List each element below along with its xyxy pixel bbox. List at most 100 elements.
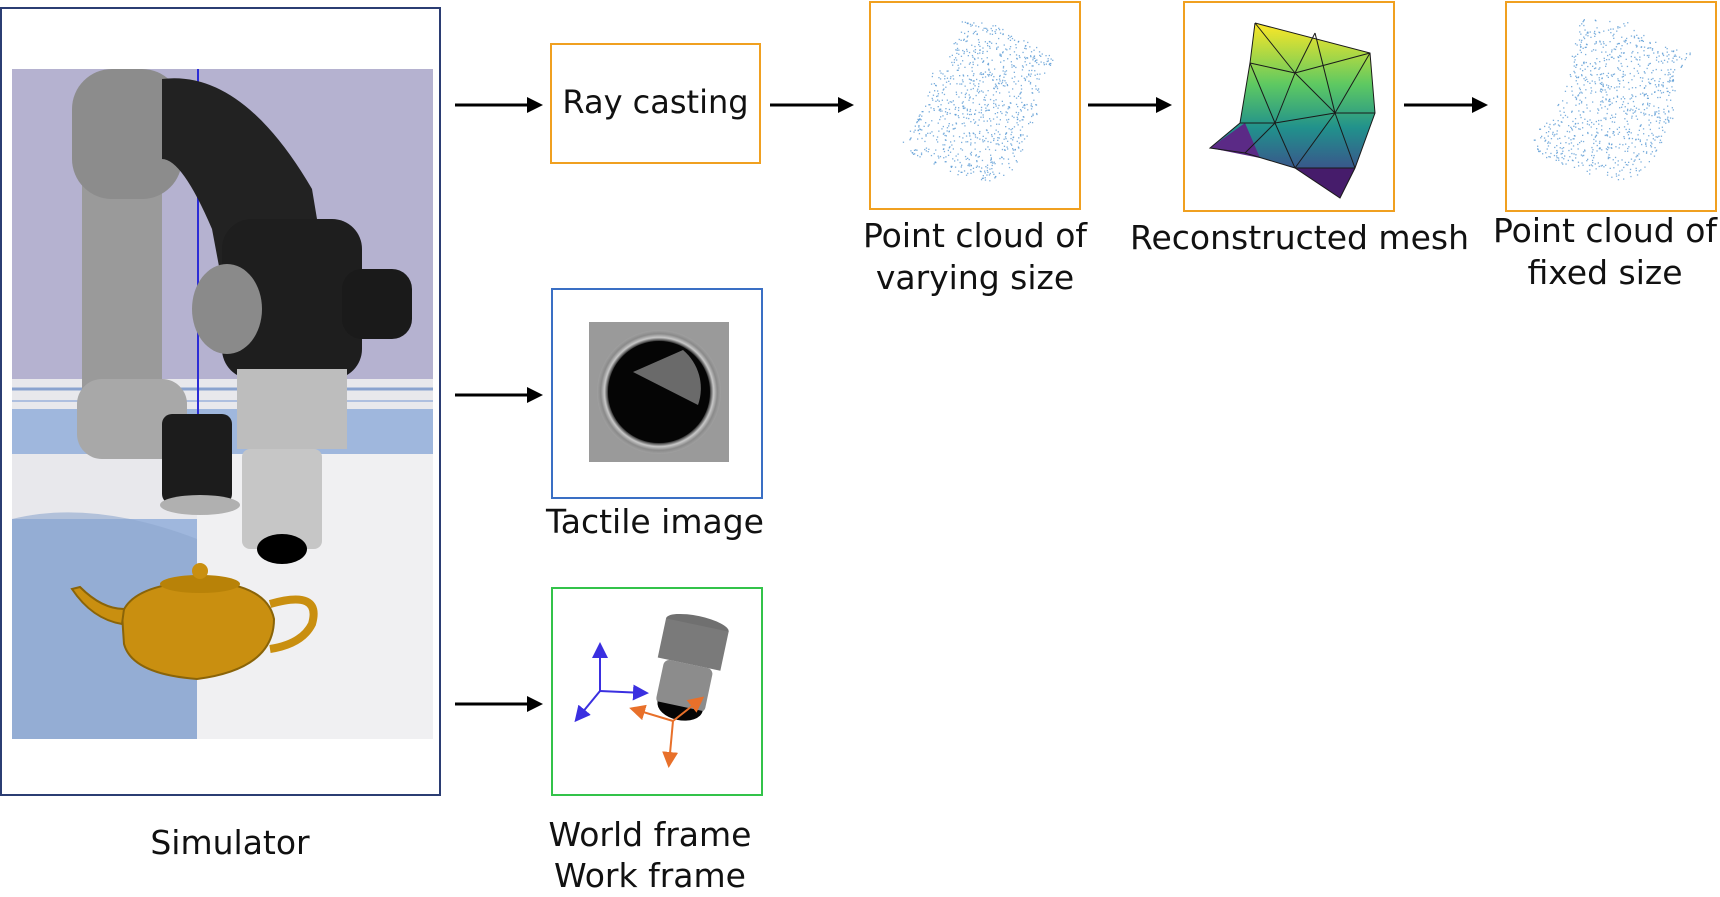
point-cloud-dot	[939, 118, 941, 121]
point-cloud-dot	[993, 161, 995, 163]
point-cloud-dot	[1659, 139, 1662, 141]
point-cloud-dot	[1000, 55, 1002, 57]
point-cloud-dot	[1012, 152, 1014, 154]
point-cloud-dot	[1583, 24, 1585, 27]
point-cloud-dot	[1633, 105, 1635, 107]
point-cloud-dot	[917, 154, 919, 157]
point-cloud-dot	[954, 113, 956, 116]
point-cloud-dot	[994, 83, 997, 85]
point-cloud-dot	[1036, 59, 1038, 61]
point-cloud-dot	[1684, 58, 1686, 61]
point-cloud-dot	[957, 153, 959, 155]
point-cloud-dot	[1004, 149, 1006, 151]
point-cloud-dot	[954, 127, 956, 129]
point-cloud-dot	[1654, 84, 1657, 86]
point-cloud-dot	[986, 169, 988, 172]
point-cloud-dot	[1009, 46, 1012, 48]
point-cloud-dot	[1642, 77, 1644, 79]
point-cloud-dot	[1578, 103, 1580, 105]
point-cloud-dot	[1607, 72, 1610, 74]
point-cloud-dot	[1645, 145, 1647, 147]
point-cloud-dot	[1003, 60, 1005, 62]
point-cloud-dot	[941, 92, 943, 94]
point-cloud-dot	[1009, 39, 1012, 41]
point-cloud-dot	[1669, 79, 1671, 81]
point-cloud-dot	[1674, 90, 1676, 92]
point-cloud-dot	[1001, 112, 1003, 115]
point-cloud-dot	[954, 166, 957, 168]
point-cloud-dot	[1005, 138, 1007, 140]
point-cloud-dot	[991, 164, 993, 167]
point-cloud-dot	[1002, 65, 1005, 68]
point-cloud-dot	[1661, 52, 1664, 54]
point-cloud-dot	[986, 164, 989, 166]
point-cloud-dot	[1572, 94, 1574, 96]
point-cloud-dot	[1568, 149, 1570, 152]
point-cloud-dot	[967, 55, 969, 57]
point-cloud-dot	[965, 158, 967, 160]
point-cloud-dot	[1024, 56, 1026, 58]
point-cloud-dot	[1556, 155, 1558, 157]
point-cloud-dot	[1587, 32, 1589, 34]
point-cloud-dot	[1016, 57, 1018, 60]
simulator-scene	[12, 69, 433, 739]
point-cloud-dot	[996, 87, 999, 90]
point-cloud-dot	[1581, 162, 1583, 164]
point-cloud-dot	[1045, 63, 1047, 65]
point-cloud-dot	[1024, 79, 1026, 82]
point-cloud-dot	[1548, 131, 1550, 133]
mesh-image	[1208, 22, 1376, 199]
point-cloud-dot	[969, 97, 971, 99]
point-cloud-dot	[1007, 106, 1010, 108]
point-cloud-dot	[1593, 32, 1595, 34]
point-cloud-dot	[942, 73, 944, 75]
point-cloud-dot	[1029, 62, 1031, 64]
point-cloud-dot	[1635, 95, 1637, 98]
point-cloud-dot	[1610, 74, 1613, 76]
point-cloud-dot	[979, 45, 981, 47]
point-cloud-dot	[1601, 77, 1603, 80]
point-cloud-dot	[1022, 106, 1024, 108]
point-cloud-dot	[946, 99, 948, 101]
point-cloud-dot	[962, 74, 964, 76]
point-cloud-dot	[929, 132, 931, 134]
point-cloud-dot	[973, 50, 975, 52]
point-cloud-dot	[975, 154, 977, 156]
point-cloud-dot	[1672, 117, 1674, 120]
point-cloud-dot	[1617, 160, 1619, 162]
point-cloud-dot	[960, 31, 963, 33]
point-cloud-dot	[1540, 137, 1542, 139]
point-cloud-dot	[1650, 141, 1652, 144]
point-cloud-dot	[1636, 59, 1638, 61]
point-cloud-dot	[929, 104, 931, 106]
point-cloud-dot	[1050, 58, 1052, 60]
point-cloud-dot	[955, 122, 957, 124]
point-cloud-dot	[1009, 48, 1011, 50]
point-cloud-dot	[1595, 135, 1597, 137]
point-cloud-dot	[1644, 166, 1646, 168]
point-cloud-dot	[970, 88, 972, 91]
point-cloud-dot	[1633, 37, 1636, 39]
point-cloud-dot	[1015, 66, 1017, 69]
point-cloud-dot	[1652, 69, 1654, 72]
point-cloud-dot	[1602, 89, 1604, 91]
point-cloud-dot	[1036, 113, 1038, 116]
point-cloud-dot	[1599, 73, 1602, 76]
point-cloud-dot	[1570, 142, 1573, 144]
point-cloud-dot	[1615, 146, 1617, 148]
point-cloud-dot	[990, 74, 992, 77]
point-cloud-dot	[1545, 152, 1547, 154]
point-cloud-dot	[1545, 132, 1548, 134]
point-cloud-dot	[1564, 135, 1566, 138]
point-cloud-dot	[977, 88, 979, 90]
point-cloud-dot	[1621, 76, 1623, 78]
point-cloud-dot	[1626, 43, 1628, 45]
point-cloud-dot	[1639, 56, 1641, 58]
point-cloud-dot	[1646, 67, 1648, 70]
point-cloud-dot	[1646, 97, 1649, 99]
point-cloud-dot	[960, 92, 963, 94]
point-cloud-dot	[981, 177, 984, 179]
point-cloud-dot	[1585, 61, 1587, 64]
point-cloud-dot	[1561, 147, 1563, 150]
point-cloud-dot	[1623, 178, 1625, 180]
